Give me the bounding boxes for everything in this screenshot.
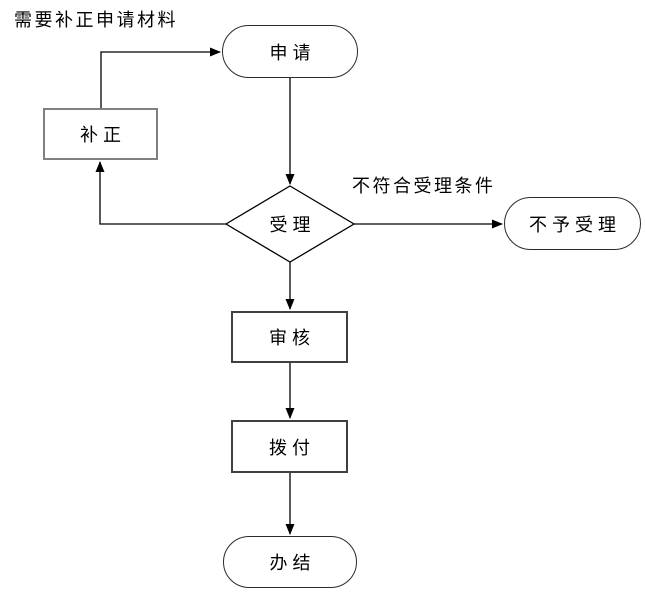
accept-diamond-shape bbox=[224, 185, 356, 263]
node-complete: 办结 bbox=[223, 536, 357, 588]
node-supplement: 补正 bbox=[43, 108, 158, 160]
note-need-supplement-materials: 需要补正申请材料 bbox=[14, 10, 178, 30]
arrow-accept-to-supplement bbox=[95, 161, 226, 225]
edge-label-not-meet-conditions: 不符合受理条件 bbox=[352, 176, 496, 196]
node-accept: 受理 bbox=[269, 215, 316, 235]
node-reject: 不予受理 bbox=[504, 197, 641, 250]
node-apply: 申请 bbox=[222, 25, 358, 78]
node-review: 审核 bbox=[231, 311, 348, 363]
arrow-supplement-to-apply bbox=[100, 47, 221, 108]
node-disburse: 拨付 bbox=[231, 420, 348, 473]
